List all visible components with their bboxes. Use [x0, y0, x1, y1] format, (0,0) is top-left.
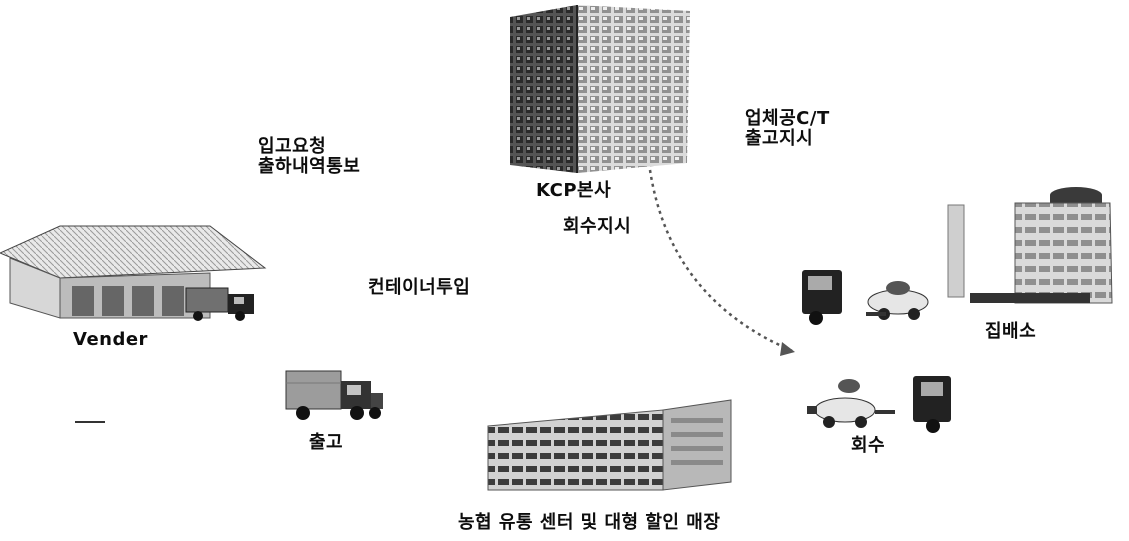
vendor-ct-release-line2: 출고지시: [745, 128, 814, 149]
vendor-label: Vender: [73, 329, 148, 350]
retail-center-label: 농협 유통 센터 및 대형 할인 매장: [458, 512, 721, 533]
collection-order-annotation: 회수지시: [563, 216, 632, 237]
shipping-truck-icon: [285, 370, 383, 420]
shipping-truck-label: 출고: [309, 432, 344, 453]
vendor-ct-release-annotation: 업체공C/T 출고지시: [745, 109, 830, 149]
inbound-request-line1: 입고요청: [258, 136, 327, 157]
vendor-ct-release-line1: 업체공C/T: [745, 108, 830, 129]
inbound-request-annotation: 입고요청 출하내역통보: [258, 137, 360, 177]
collection-center-building-icon: [947, 187, 1113, 304]
inbound-request-line2: 출하내역통보: [258, 156, 361, 177]
retail-center-building-icon: [487, 399, 732, 491]
container-input-annotation: 컨테이너투입: [368, 277, 471, 298]
divider-mark: [75, 421, 105, 423]
collection-truck-icon: [802, 270, 929, 325]
collection-truck-label: 회수: [851, 435, 886, 456]
collection-center-label: 집배소: [985, 321, 1037, 342]
headquarters-label: KCP본사: [536, 180, 612, 201]
vendor-warehouse-icon: [0, 225, 267, 321]
headquarters-building-icon: [510, 5, 690, 173]
collection-vehicles-icon: [807, 376, 951, 433]
